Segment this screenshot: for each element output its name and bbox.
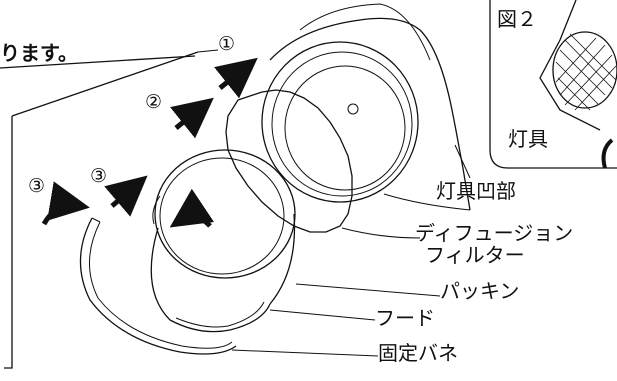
leader-packing [295, 283, 441, 297]
fixture-recess-drawing [261, 3, 471, 211]
step-3a-label: ③ [28, 175, 45, 197]
leader-fixing-spring [231, 349, 379, 357]
left-frame-line [4, 116, 13, 369]
label-diffusion-filter-1: ディフュージョン [415, 221, 573, 245]
figure2-fixture-label: 灯具 [508, 127, 548, 151]
figure2-title: 図２ [497, 7, 537, 31]
label-hood: フード [375, 306, 435, 330]
label-fixing-spring: 固定バネ [378, 341, 458, 365]
step-1-label: ① [218, 33, 235, 55]
leader-fixture-recess [454, 144, 471, 179]
hood-drawing [150, 149, 296, 333]
fixing-spring-drawing [79, 217, 237, 355]
leader-line-1b [197, 49, 219, 53]
step-3b-label: ③ [90, 165, 107, 187]
label-packing: パッキン [440, 279, 519, 303]
rotate-arrow-hood [169, 188, 215, 228]
label-fixture-recess: 灯具凹部 [436, 179, 516, 203]
rotate-arrow-left [41, 181, 90, 226]
arrow-step-3 [104, 175, 148, 217]
step-2-label: ② [145, 91, 162, 113]
figure2-frame [489, 0, 617, 169]
arrow-step-1 [214, 57, 258, 99]
note-text: ります。 [0, 41, 78, 65]
arrow-step-2 [170, 97, 214, 139]
leader-hood [269, 309, 376, 321]
figure2-fixture-drawing [539, 0, 617, 169]
note-underline [0, 55, 196, 69]
diffusion-filter-drawing [225, 89, 353, 233]
label-diffusion-filter-2: フィルター [425, 243, 525, 267]
leader-diffusion-filter [341, 227, 421, 239]
leader-line-1a [11, 51, 199, 117]
